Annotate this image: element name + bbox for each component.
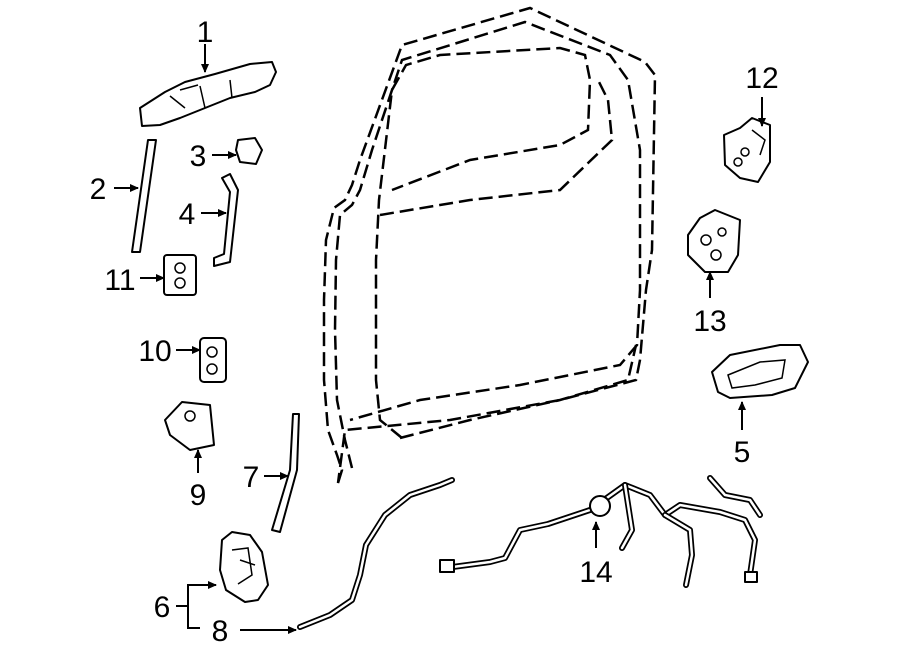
callout-10: 10	[138, 335, 171, 368]
callout-4: 4	[179, 198, 196, 231]
callout-6: 6	[154, 591, 171, 624]
door-outline	[322, 6, 657, 484]
wiring-harness	[439, 475, 763, 588]
callout-14: 14	[579, 556, 612, 589]
callout-labels: 1 2 3 4 5 6 7 8 9 10 11 12 13 14	[90, 16, 779, 648]
callout-3: 3	[190, 140, 207, 173]
rod-part-7	[271, 413, 300, 533]
rod-part-2	[131, 139, 157, 253]
pad-part-10	[199, 337, 227, 383]
lock-cable	[297, 477, 455, 630]
callout-7: 7	[243, 461, 260, 494]
pad-part-11	[163, 254, 197, 296]
leader-lines	[114, 44, 766, 634]
callout-5: 5	[734, 436, 751, 469]
callout-1: 1	[197, 16, 214, 49]
callout-9: 9	[190, 479, 207, 512]
door-latch	[219, 531, 269, 603]
handle-cap	[235, 137, 263, 165]
inside-door-handle	[711, 344, 809, 399]
bracket-part-12	[723, 117, 771, 183]
rod-part-4	[213, 173, 239, 267]
callout-13: 13	[693, 305, 726, 338]
callout-12: 12	[745, 62, 778, 95]
callout-2: 2	[90, 173, 107, 206]
callout-8: 8	[212, 615, 229, 648]
outside-door-handle	[139, 61, 277, 127]
callout-11: 11	[104, 264, 135, 297]
bracket-part-9	[164, 401, 215, 451]
bracket-part-13	[687, 209, 741, 273]
